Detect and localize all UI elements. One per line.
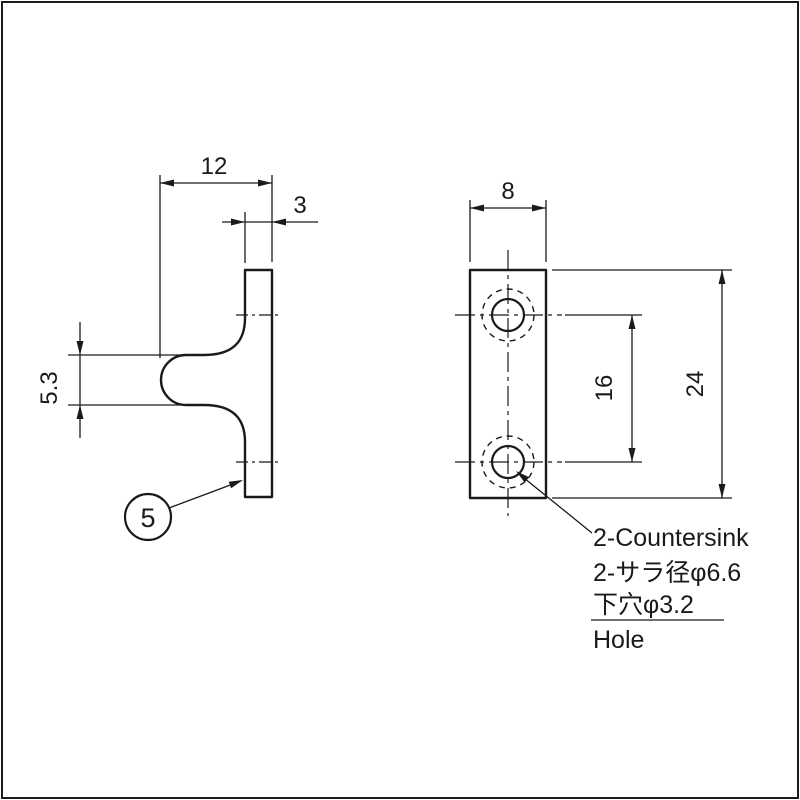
note-line-countersink-dia: 2-サラ径φ6.6 bbox=[593, 559, 741, 587]
dim-label-hole-pitch: 16 bbox=[591, 375, 618, 402]
hole-top-countersink-circle bbox=[481, 288, 535, 342]
dim-label-height: 24 bbox=[682, 371, 709, 398]
arrowhead-3-right bbox=[272, 218, 286, 226]
front-view: 8 16 24 bbox=[455, 178, 732, 516]
arrowhead-53-bottom bbox=[76, 405, 84, 419]
dim-label-width: 8 bbox=[501, 178, 514, 205]
hole-bottom-pilot-circle bbox=[490, 444, 526, 480]
balloon-number: 5 bbox=[140, 503, 155, 533]
note-line-hole: Hole bbox=[593, 626, 644, 654]
arrowhead-16-top bbox=[628, 315, 636, 329]
hole-top-pilot-circle bbox=[490, 297, 526, 333]
hole-bottom-countersink-circle bbox=[481, 435, 535, 489]
dim-label-lip-height: 5.3 bbox=[36, 371, 63, 404]
arrowhead-8-left bbox=[470, 204, 484, 212]
arrowhead-8-right bbox=[532, 204, 546, 212]
arrowhead-24-bottom bbox=[718, 484, 726, 498]
side-profile-outline bbox=[159, 268, 274, 499]
arrowhead-12-left bbox=[160, 179, 174, 187]
note-line-pilot-hole-dia: 下穴φ3.2 bbox=[593, 591, 694, 619]
countersink-note: 2-Countersink 2-サラ径φ6.6 下穴φ3.2 Hole bbox=[516, 471, 749, 654]
note-leader-line bbox=[523, 477, 593, 534]
arrowhead-16-bottom bbox=[628, 448, 636, 462]
balloon-leader-line bbox=[168, 480, 242, 509]
arrowhead-24-top bbox=[718, 270, 726, 284]
dim-label-top-width: 12 bbox=[201, 153, 228, 180]
arrowhead-53-top bbox=[76, 341, 84, 355]
arrowhead-3-left bbox=[231, 218, 245, 226]
side-view: 12 3 5.3 5 bbox=[36, 153, 318, 542]
dim-label-thickness: 3 bbox=[293, 192, 306, 219]
note-leader-arrowhead bbox=[516, 471, 530, 483]
balloon-leader-arrowhead bbox=[228, 480, 243, 489]
note-line-countersink: 2-Countersink bbox=[593, 524, 749, 552]
arrowhead-12-right bbox=[258, 179, 272, 187]
balloon-circle bbox=[123, 492, 173, 542]
